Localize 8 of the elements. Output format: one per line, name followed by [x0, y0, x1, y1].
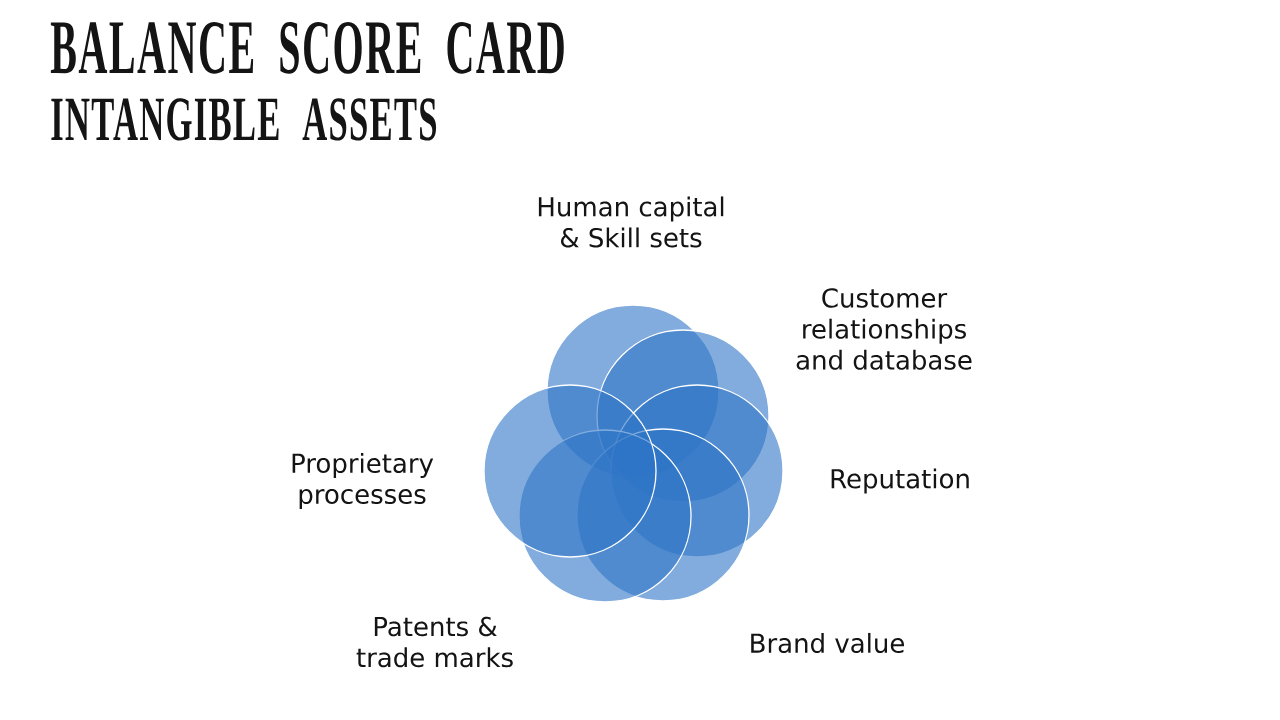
asset-label: Proprietary processes: [292, 452, 434, 510]
title: BALANCE SCORE CARD: [50, 22, 564, 74]
asset-label: Human capital & Skill sets: [538, 196, 724, 248]
asset-label: Patents & trade marks: [356, 616, 513, 668]
subtitle: INTANGIBLE ASSETS: [51, 98, 437, 141]
asset-label: Customer relationships and database: [796, 288, 972, 370]
asset-label: Brand value: [751, 632, 904, 654]
asset-label: Reputation: [831, 468, 969, 494]
